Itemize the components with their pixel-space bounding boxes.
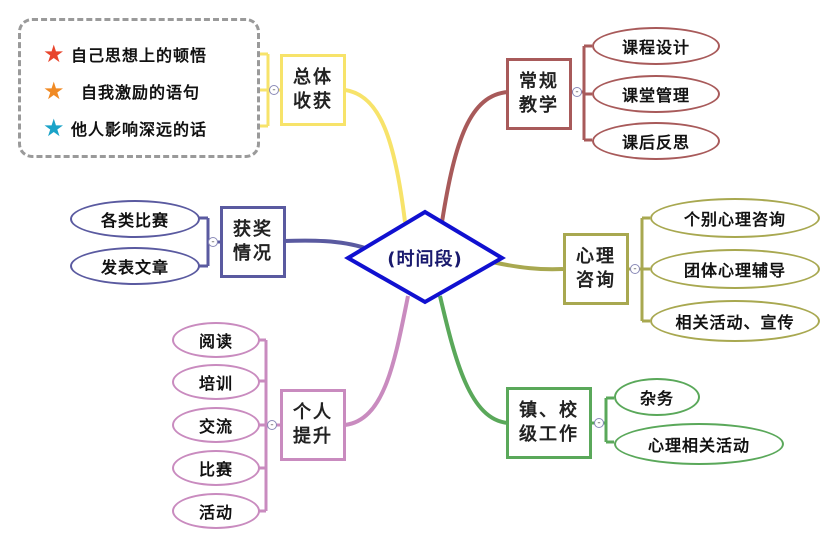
topic-label: 个人提升	[293, 402, 333, 447]
topic-label: 心理咨询	[576, 246, 616, 291]
subtopic-group-counseling[interactable]: 团体心理辅导	[650, 249, 820, 289]
connector-personal	[344, 295, 410, 427]
topic-psych-counseling[interactable]: 心理咨询	[563, 233, 629, 305]
subtopic-course-design[interactable]: 课程设计	[592, 27, 720, 65]
topic-personal-growth[interactable]: 个人提升	[280, 389, 346, 461]
legend-box: ★ 自己思想上的顿悟 ★ 自我激励的语句 ★ 他人影响深远的话	[18, 18, 260, 158]
connector-overall	[344, 88, 407, 223]
collapse-toggle-overall[interactable]: -	[269, 85, 279, 95]
subtopic-reading[interactable]: 阅读	[172, 322, 260, 358]
subtopic-related-activities-promotion[interactable]: 相关活动、宣传	[650, 300, 820, 342]
legend-item-3: ★ 他人影响深远的话	[43, 115, 207, 141]
subtopic-contest[interactable]: 比赛	[172, 450, 260, 486]
collapse-toggle-psych[interactable]: -	[630, 264, 640, 274]
connector-school	[438, 295, 509, 425]
center-diamond	[344, 209, 506, 305]
subtopic-misc-tasks[interactable]: 杂务	[614, 378, 700, 416]
topic-school-work[interactable]: 镇、校级工作	[506, 387, 592, 459]
legend-item-1: ★ 自己思想上的顿悟	[43, 41, 207, 67]
topic-awards[interactable]: 获奖情况	[220, 206, 286, 278]
legend-item-label: 自我激励的语句	[81, 83, 201, 102]
subtopic-psych-related-activities[interactable]: 心理相关活动	[614, 423, 784, 465]
connector-teaching	[440, 90, 509, 223]
legend-item-label: 他人影响深远的话	[71, 120, 208, 139]
connector-psych	[491, 260, 564, 272]
connector-awards	[283, 238, 366, 250]
topic-regular-teaching[interactable]: 常规教学	[506, 58, 572, 130]
orange-star-icon: ★	[43, 77, 65, 105]
teal-star-icon: ★	[43, 114, 65, 142]
subtopic-post-class-reflection[interactable]: 课后反思	[592, 122, 720, 160]
subtopic-activities[interactable]: 活动	[172, 493, 260, 529]
topic-label: 获奖情况	[233, 219, 273, 264]
collapse-toggle-school[interactable]: -	[594, 418, 604, 428]
topic-overall-gains[interactable]: 总体收获	[280, 54, 346, 126]
subtopic-published-articles[interactable]: 发表文章	[70, 247, 200, 285]
red-star-icon: ★	[43, 40, 65, 68]
subtopic-training[interactable]: 培训	[172, 364, 260, 400]
legend-item-2: ★ 自我激励的语句	[43, 78, 200, 104]
subtopic-individual-counseling[interactable]: 个别心理咨询	[650, 198, 820, 238]
collapse-toggle-personal[interactable]: -	[267, 420, 277, 430]
subtopic-competitions[interactable]: 各类比赛	[70, 200, 200, 238]
collapse-toggle-teaching[interactable]: -	[572, 87, 582, 97]
legend-item-label: 自己思想上的顿悟	[71, 46, 208, 65]
subtopic-exchange[interactable]: 交流	[172, 407, 260, 443]
topic-label: 常规教学	[519, 71, 559, 116]
topic-label: 镇、校级工作	[519, 400, 579, 445]
center-topic[interactable]: (时间段)	[387, 249, 463, 270]
collapse-toggle-awards[interactable]: -	[208, 237, 218, 247]
topic-label: 总体收获	[293, 67, 333, 112]
subtopic-classroom-management[interactable]: 课堂管理	[592, 75, 720, 113]
